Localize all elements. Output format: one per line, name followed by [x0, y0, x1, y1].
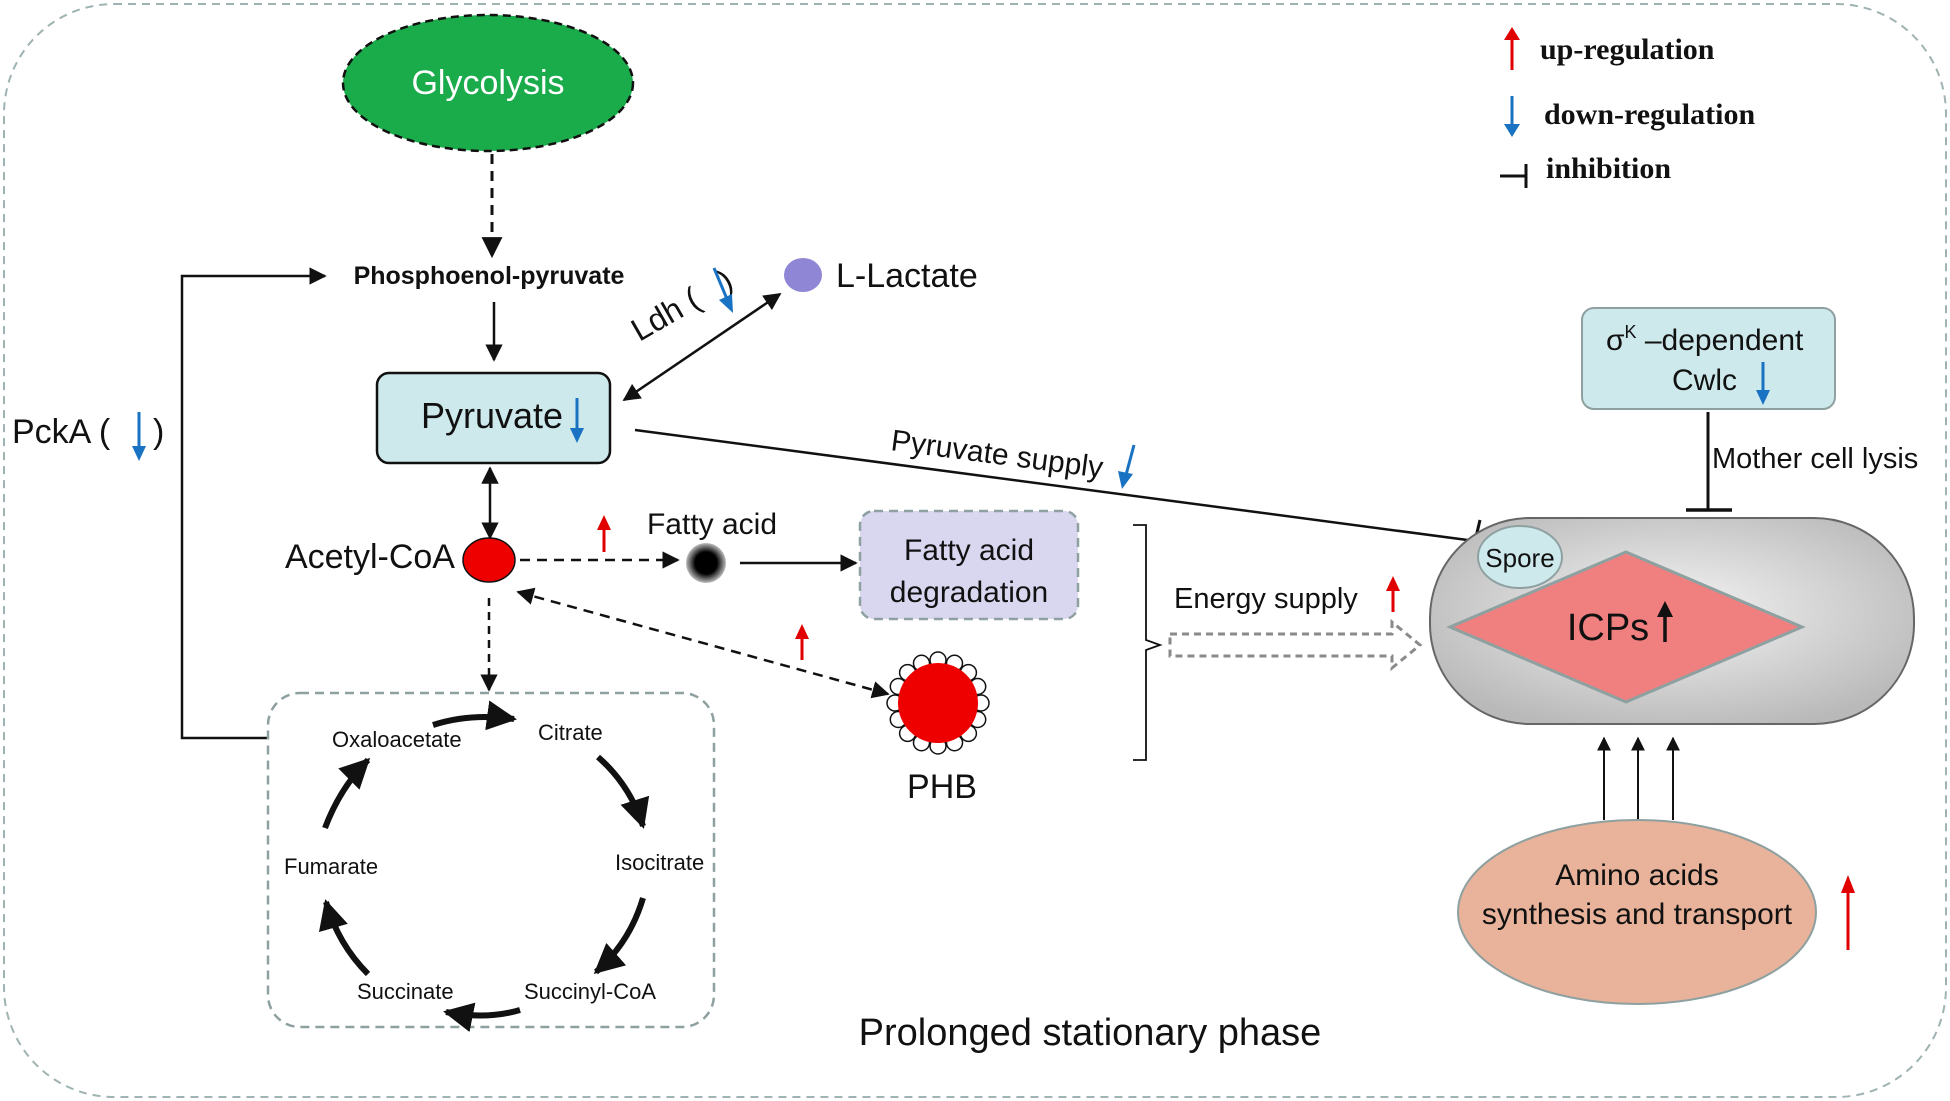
icps-diamond	[1446, 550, 1806, 704]
tca-arrow-isocitrate-succinylcoa	[593, 897, 646, 975]
fa-degradation-line1: Fatty acid	[904, 534, 1034, 567]
spore-node	[1477, 525, 1563, 589]
tca-citrate: Citrate	[538, 720, 603, 745]
amino-to-cell-arrows	[1597, 736, 1680, 820]
pyruvate-down-arrow-icon	[570, 398, 584, 443]
acetylcoa-label: Acetyl-CoA	[285, 538, 455, 576]
tca-arrow-succinylcoa-succinate	[443, 1002, 521, 1032]
tca-oxaloacetate: Oxaloacetate	[332, 727, 462, 752]
legend-inhibition-label: inhibition	[1546, 152, 1671, 185]
spore-label: Spore	[1485, 543, 1554, 573]
glycolysis-node	[341, 13, 635, 153]
fattyacid-node	[686, 543, 726, 583]
legend: up-regulation down-regulation inhibition	[1500, 27, 1755, 188]
amino-acids-line1: Amino acids	[1555, 859, 1718, 892]
tca-arrow-oaa-citrate	[432, 700, 517, 731]
icps-up-arrow-icon	[1657, 601, 1673, 642]
sigma-dependent-text: –dependent	[1637, 324, 1804, 357]
energy-bracket	[1133, 524, 1163, 761]
energy-supply-up-arrow-icon	[1386, 576, 1400, 612]
pyruvate-lactate-arrow	[622, 292, 782, 402]
pyruvate-supply-label: Pyruvate supply	[889, 424, 1105, 485]
pyruvate-label: Pyruvate	[421, 395, 563, 436]
pyruvate-supply-down-arrow-icon	[1118, 444, 1136, 489]
tca-arrow-succinate-fumarate	[319, 899, 371, 977]
sigma-k-line1: σK –dependent	[1606, 322, 1804, 357]
ldh-label: Ldh (	[625, 280, 706, 348]
phb-core	[898, 663, 978, 743]
tca-succinate: Succinate	[357, 979, 454, 1004]
legend-down-label: down-regulation	[1544, 98, 1755, 131]
energy-supply-hollow-arrow	[1168, 618, 1423, 672]
pcka-close-paren: )	[153, 413, 164, 451]
phb-label: PHB	[907, 768, 977, 806]
phb-node	[886, 651, 990, 755]
lactate-label: L-Lactate	[836, 257, 978, 295]
tca-succinylcoa: Succinyl-CoA	[524, 979, 656, 1004]
sigma-k-cwlc-box	[1581, 307, 1836, 410]
legend-up-label: up-regulation	[1540, 33, 1715, 66]
pcka-down-arrow-icon	[132, 412, 146, 461]
energy-supply-label: Energy supply	[1174, 583, 1358, 615]
pyruvate-box	[375, 371, 612, 465]
tca-arrow-fumarate-oaa	[322, 757, 371, 830]
amino-acids-up-arrow-icon	[1841, 875, 1855, 950]
tca-cycle-arrows	[319, 700, 650, 1032]
fa-degradation-box	[858, 509, 1080, 621]
sigma-symbol: σ	[1606, 324, 1625, 357]
sigma-k-line2: Cwlc	[1672, 364, 1737, 397]
pcka-feedback-line	[180, 267, 327, 740]
mother-cell-lysis-label: Mother cell lysis	[1712, 443, 1918, 475]
sigma-superscript: K	[1625, 322, 1637, 342]
fattyacid-label: Fatty acid	[647, 508, 777, 541]
amino-acids-line2: synthesis and transport	[1482, 898, 1793, 931]
glycolysis-label: Glycolysis	[411, 64, 564, 102]
legend-inhibition-icon	[1500, 164, 1528, 188]
tca-isocitrate: Isocitrate	[615, 850, 704, 875]
pcka-label: PckA (	[12, 413, 111, 451]
icps-label: ICPs	[1567, 607, 1649, 649]
tca-fumarate: Fumarate	[284, 854, 378, 879]
fattyacid-up-arrow-icon	[597, 515, 611, 552]
cwlc-down-arrow-icon	[1756, 362, 1770, 405]
pyruvate-supply-line	[634, 428, 1476, 543]
tca-arrow-citrate-isocitrate	[596, 754, 650, 829]
phase-label: Prolonged stationary phase	[859, 1012, 1322, 1054]
pep-label: Phosphoenol-pyruvate	[354, 262, 625, 290]
phb-up-arrow-icon	[795, 624, 809, 660]
lactate-dot	[784, 258, 822, 292]
legend-up-arrow-icon	[1504, 27, 1520, 70]
legend-down-arrow-icon	[1504, 96, 1520, 137]
outer-frame	[3, 3, 1947, 1098]
acetylcoa-phb-arrow	[516, 587, 890, 699]
fa-degradation-line2: degradation	[890, 576, 1048, 609]
amino-acids-node	[1457, 819, 1817, 1005]
acetylcoa-node	[462, 537, 516, 583]
